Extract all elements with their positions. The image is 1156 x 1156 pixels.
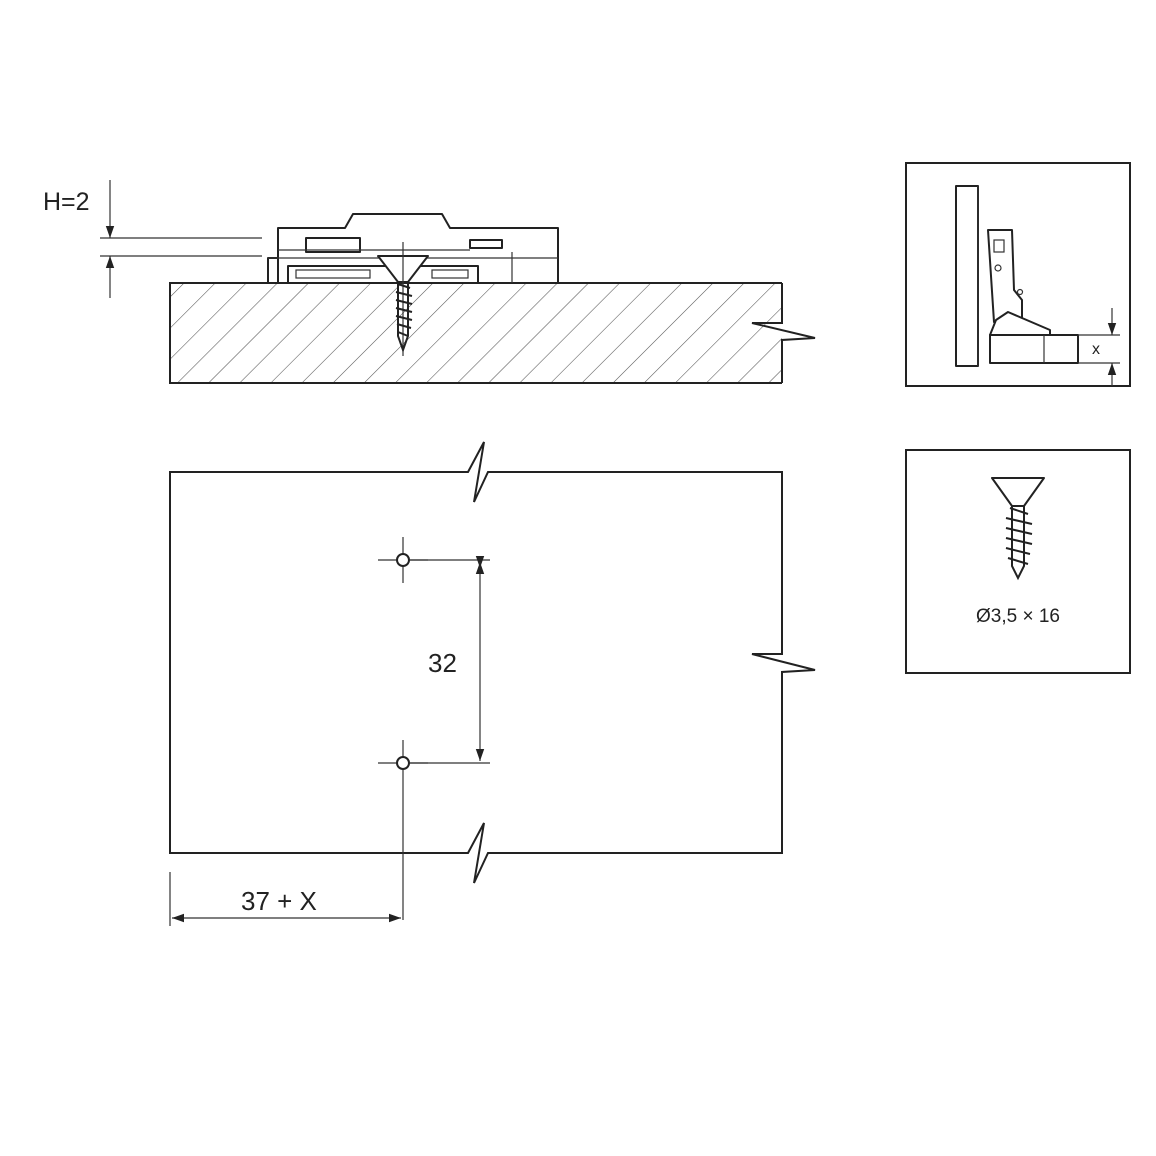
hole-spacing-dimension: 32 xyxy=(410,556,490,764)
top-view: 32 37 + X xyxy=(169,441,816,926)
height-label: H=2 xyxy=(43,188,90,216)
drill-hole-upper xyxy=(378,537,428,583)
edge-offset-dimension: 37 + X xyxy=(169,872,401,926)
side-view: H=2 xyxy=(43,180,816,384)
screw-side-view xyxy=(377,242,429,356)
panel-cross-section xyxy=(170,283,782,383)
detail-offset-label: x xyxy=(1092,341,1100,358)
screw-icon xyxy=(991,477,1045,581)
screw-spec-label: Ø3,5 × 16 xyxy=(976,606,1060,627)
height-dimension: H=2 xyxy=(43,180,262,298)
edge-offset-label: 37 + X xyxy=(241,886,317,916)
hinge-detail-box: x xyxy=(905,162,1131,387)
screw-detail-box: Ø3,5 × 16 xyxy=(905,449,1131,674)
panel-break-line xyxy=(751,283,816,383)
hinge-plate xyxy=(267,213,559,284)
hole-spacing-label: 32 xyxy=(428,648,457,678)
panel-top-view-outline xyxy=(169,441,816,884)
drill-hole-lower xyxy=(378,740,428,920)
